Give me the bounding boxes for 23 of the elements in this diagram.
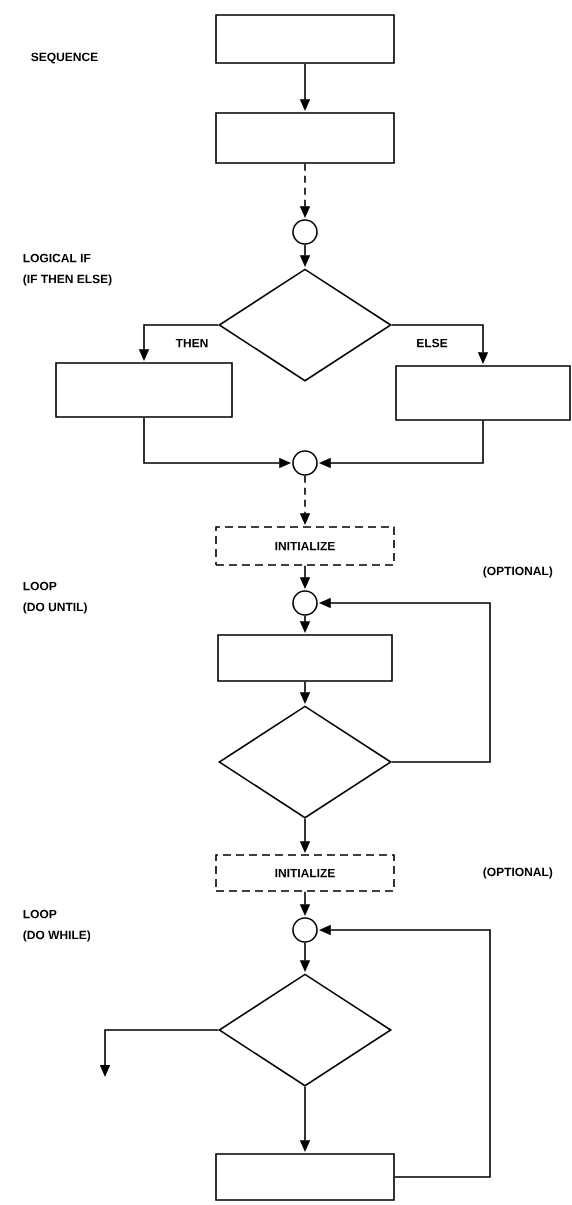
section-label: SEQUENCE	[31, 52, 98, 64]
process-box	[395, 365, 571, 421]
section-label: (IF THEN ELSE)	[23, 274, 112, 286]
process-box	[215, 1153, 395, 1201]
edge-label: THEN	[175, 338, 208, 348]
section-label: (OPTIONAL)	[483, 867, 553, 879]
connector-circle	[292, 917, 318, 943]
section-label: (OPTIONAL)	[483, 566, 553, 578]
process-box	[215, 112, 395, 164]
section-label: (DO WHILE)	[23, 930, 91, 942]
section-label: LOGICAL IF	[23, 253, 91, 263]
edge-label: ELSE	[417, 338, 448, 348]
connector-circle	[292, 590, 318, 616]
section-label: (DO UNTIL)	[23, 602, 87, 614]
process-box	[215, 14, 395, 64]
dashed-process-box: INITIALIZE	[215, 854, 395, 892]
section-label: LOOP	[23, 581, 57, 591]
process-box	[55, 362, 233, 418]
connector-circle	[292, 450, 318, 476]
dashed-process-box: INITIALIZE	[215, 526, 395, 566]
process-box	[217, 634, 393, 682]
section-label: LOOP	[23, 909, 57, 919]
connector-circle	[292, 219, 318, 245]
